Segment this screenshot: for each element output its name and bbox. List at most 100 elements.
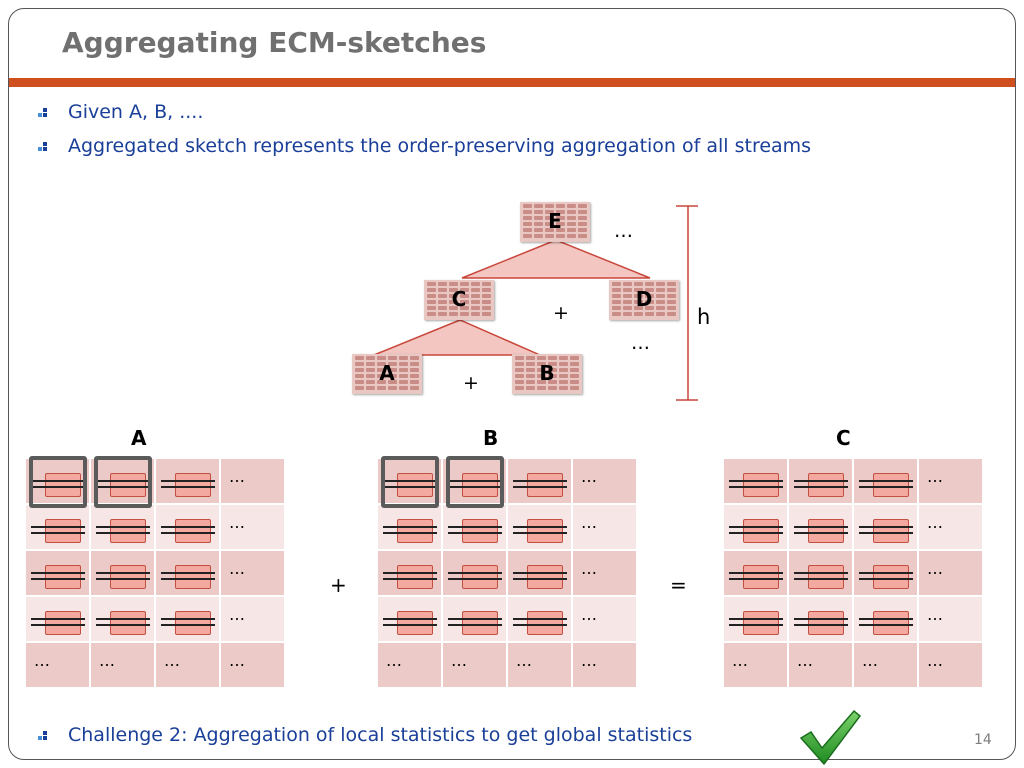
tree-node-e: E [520,202,590,242]
counter-line [729,480,783,482]
sketch-cell-r4-c0: … [377,642,442,688]
counter-line [729,486,783,488]
counter-line [794,572,848,574]
counter-line [96,578,150,580]
counter-line [31,618,85,620]
counter-line [31,486,85,488]
node-counter-pattern [352,354,422,394]
counter-line [794,480,848,482]
sketch-cell-r2-c0 [723,550,788,596]
tree-plus-lower: + [463,372,479,394]
sketch-cell-r4-c1: … [442,642,507,688]
counter-box [527,565,563,589]
cell-ellipsis: … [229,559,246,578]
counter-line [513,578,567,580]
cell-ellipsis: … [34,651,51,670]
counter-line [729,624,783,626]
cell-ellipsis: … [581,513,598,532]
tree-ellipsis-top: … [614,220,633,242]
sketch-cell-r1-c0 [377,504,442,550]
counter-line [513,526,567,528]
counter-box [873,473,909,497]
counter-line [448,572,502,574]
sketch-cell-r1-c2 [507,504,572,550]
counter-line [859,578,913,580]
page-number: 14 [974,732,992,748]
sketch-cell-r4-c1: … [90,642,155,688]
sketch-cell-r4-c2: … [155,642,220,688]
counter-box [110,473,146,497]
counter-line [448,624,502,626]
counter-line [96,624,150,626]
sketch-cell-r0-c1 [442,458,507,504]
counter-box [462,611,498,635]
counter-line [729,532,783,534]
highlighted-counter-frame [446,456,504,508]
counter-box [743,473,779,497]
counter-line [31,578,85,580]
cell-ellipsis: … [927,513,944,532]
counter-box [743,565,779,589]
counter-line [383,526,437,528]
sketch-cell-r2-c2 [507,550,572,596]
sketch-cell-r2-c2 [155,550,220,596]
counter-line [448,486,502,488]
sketch-cell-r0-c0 [25,458,90,504]
sketch-cell-r3-c1 [90,596,155,642]
counter-box [45,565,81,589]
sketch-cell-r3-c3: … [220,596,285,642]
counter-line [383,618,437,620]
counter-line [383,532,437,534]
counter-box [527,519,563,543]
sketch-cell-r2-c3: … [572,550,637,596]
sketch-cell-r1-c1 [90,504,155,550]
counter-line [96,618,150,620]
sketch-cell-r3-c3: … [572,596,637,642]
cell-ellipsis: … [99,651,116,670]
counter-box [527,611,563,635]
node-label: B [539,361,555,385]
counter-line [794,486,848,488]
counter-line [513,532,567,534]
sketch-cell-r1-c2 [853,504,918,550]
cell-ellipsis: … [927,467,944,486]
cell-ellipsis: … [229,467,246,486]
sketch-cell-r4-c1: … [788,642,853,688]
sketch-cell-r3-c1 [788,596,853,642]
grid-label-c: C [836,426,851,450]
sketch-cell-r0-c3: … [918,458,983,504]
counter-line [859,618,913,620]
sketch-cell-r3-c2 [507,596,572,642]
counter-box [873,611,909,635]
sketch-cell-r4-c0: … [723,642,788,688]
counter-box [873,519,909,543]
counter-box [743,611,779,635]
tree-plus-upper: + [553,302,569,324]
counter-line [859,532,913,534]
counter-box [808,565,844,589]
sketch-cell-r4-c3: … [220,642,285,688]
cell-ellipsis: … [581,467,598,486]
counter-line [383,486,437,488]
cell-ellipsis: … [927,559,944,578]
node-counter-pattern [424,280,494,320]
grid-equals-operator: = [670,573,687,597]
counter-line [513,618,567,620]
sketch-cell-r3-c2 [155,596,220,642]
counter-line [859,572,913,574]
counter-box [397,565,433,589]
sketch-cell-r2-c3: … [918,550,983,596]
counter-line [794,578,848,580]
sketch-cell-r0-c3: … [220,458,285,504]
counter-line [448,618,502,620]
bullet-square-icon [38,108,48,118]
counter-box [462,473,498,497]
sketch-cell-r4-c2: … [507,642,572,688]
counter-box [397,611,433,635]
counter-line [513,572,567,574]
tree-node-b: B [512,354,582,394]
cell-ellipsis: … [581,559,598,578]
node-label: D [635,287,653,311]
counter-line [859,486,913,488]
